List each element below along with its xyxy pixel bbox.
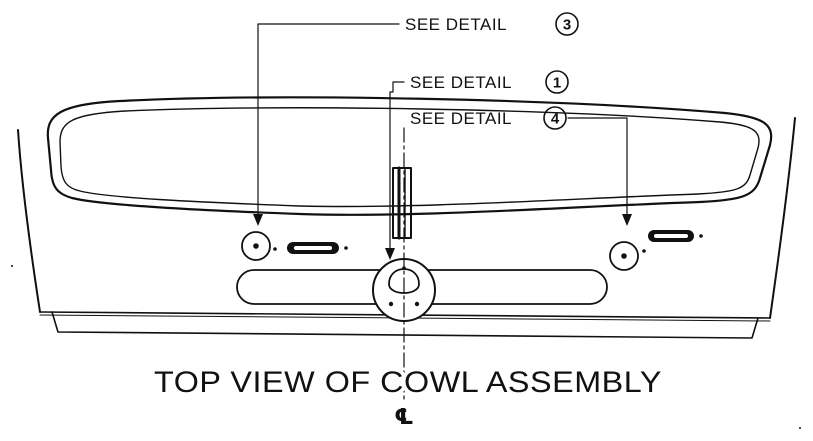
leader-detail-4 [567, 117, 632, 226]
callout-detail-1-label: SEE DETAIL [410, 73, 512, 92]
callout-detail-1-number: 1 [553, 75, 561, 92]
stray-mark [11, 265, 13, 267]
callout-detail-3-label: SEE DETAIL [405, 15, 507, 34]
callout-detail-3-number: 3 [563, 17, 571, 34]
leader-detail-3 [253, 23, 400, 226]
left-vent-slot [287, 242, 348, 254]
callout-detail-4-number: 4 [551, 111, 560, 128]
callout-detail-4-label: SEE DETAIL [410, 109, 512, 128]
leader-detail-1 [385, 81, 405, 260]
callout-detail-3: SEE DETAIL 3 [405, 12, 579, 36]
left-grommet [241, 231, 277, 261]
cowl-top-panel [46, 96, 773, 216]
callout-detail-4: SEE DETAIL 4 [410, 106, 567, 130]
center-seam [392, 166, 412, 240]
right-grommet [609, 241, 646, 271]
centerline-symbol: ℄ [394, 404, 414, 429]
callout-detail-1: SEE DETAIL 1 [410, 70, 569, 94]
drawing-title: TOP VIEW OF COWL ASSEMBLY [154, 366, 662, 399]
right-vent-slot [648, 230, 703, 242]
stray-mark [799, 427, 801, 429]
